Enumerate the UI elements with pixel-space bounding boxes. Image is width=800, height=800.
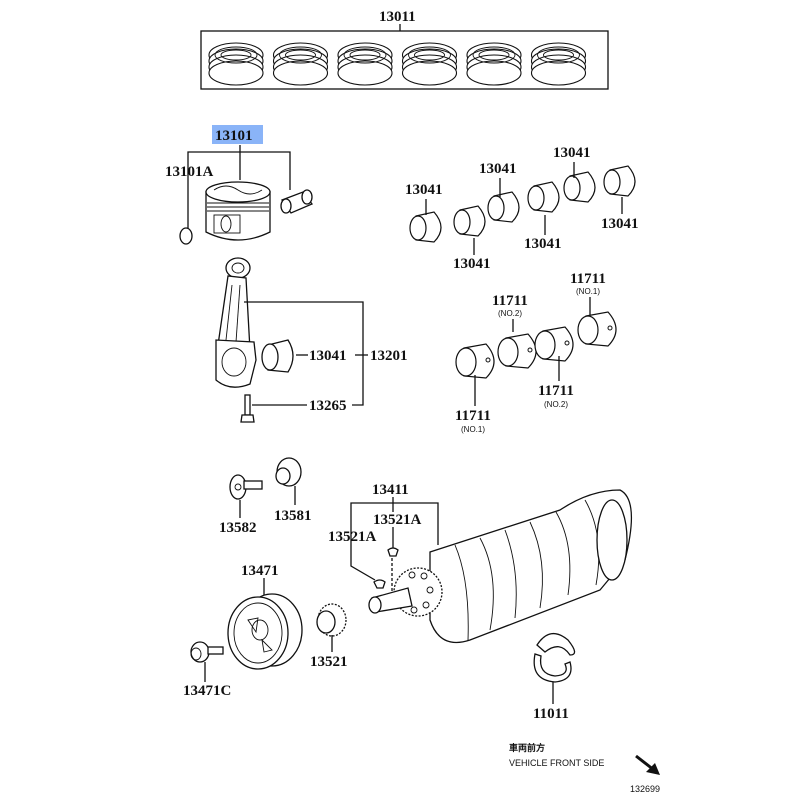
bearing-label-3[interactable]: 13041 xyxy=(479,161,517,177)
label-13101[interactable]: 13101 xyxy=(215,128,253,144)
piston-ring-stack-icon xyxy=(401,42,458,86)
crank-key-icon xyxy=(387,547,399,557)
main-bearing-label-2[interactable]: 11711 xyxy=(492,293,528,309)
thrust-washer-icon xyxy=(533,633,576,683)
main-bearing-note-3: (NO.2) xyxy=(544,400,568,409)
conrod-bearing-shell-icon xyxy=(527,181,560,213)
vehicle-front-jp: 車両前方 xyxy=(509,742,545,753)
pulley-bolt-icon xyxy=(190,641,224,663)
ring-set-box xyxy=(200,30,609,90)
main-bearing-label-4[interactable]: 11711 xyxy=(455,408,491,424)
main-bearing-note-2: (NO.2) xyxy=(498,309,522,318)
label-13201[interactable]: 13201 xyxy=(370,348,408,364)
piston-icon xyxy=(205,181,271,241)
piston-ring-stack-icon xyxy=(208,42,264,86)
piston-group: 13101 13101A xyxy=(165,125,314,245)
connecting-rod-icon xyxy=(215,257,257,388)
piston-ring-stack-icon xyxy=(530,42,587,86)
main-bearing-shell-icon xyxy=(455,343,495,379)
label-13521[interactable]: 13521 xyxy=(310,654,348,670)
snap-ring-icon xyxy=(179,227,193,245)
piston-ring-stack-icon xyxy=(466,42,522,86)
conrod-bearing-shell-icon xyxy=(563,171,596,203)
crankshaft-icon xyxy=(368,489,633,644)
pulley-group: 13471 13471C 13521 xyxy=(183,563,348,699)
leader-13201-bracket xyxy=(244,301,364,406)
label-13521A-lower[interactable]: 13521A xyxy=(328,529,377,545)
conrod-bearing-icon xyxy=(261,339,294,373)
main-bearing-shell-icon xyxy=(577,311,617,347)
piston-ring-stack-icon xyxy=(337,42,393,86)
label-13041-rod[interactable]: 13041 xyxy=(309,348,347,364)
bearing-label-4[interactable]: 13041 xyxy=(524,236,562,252)
label-13101A[interactable]: 13101A xyxy=(165,164,214,180)
crankshaft-bolt-icon xyxy=(229,474,263,500)
crankshaft-timing-gear-icon xyxy=(316,603,347,637)
leader-13521A-lower xyxy=(350,550,376,581)
leader-13101-bracket xyxy=(187,151,291,228)
main-bearing-shell-icon xyxy=(497,333,537,369)
label-13471[interactable]: 13471 xyxy=(241,563,279,579)
crankshaft-group: 13411 13521A 13521A xyxy=(328,482,633,644)
piston-ring-stack-icon xyxy=(272,42,329,86)
label-13581[interactable]: 13581 xyxy=(274,508,312,524)
main-bearing-note-1: (NO.1) xyxy=(576,287,600,296)
crank-bolt-washer-group: 13582 13581 xyxy=(219,457,312,536)
bearing-label-5[interactable]: 13041 xyxy=(553,145,591,161)
label-13411[interactable]: 13411 xyxy=(372,482,409,498)
crank-key-icon xyxy=(373,579,386,589)
thrust-washer-group: 11011 xyxy=(533,633,576,722)
piston-ring-set-group: 13011 xyxy=(200,9,609,90)
conrod-bearing-shell-icon xyxy=(603,165,636,197)
figure-id: 132699 xyxy=(630,784,660,794)
label-13471C[interactable]: 13471C xyxy=(183,683,231,699)
vehicle-front-en: VEHICLE FRONT SIDE xyxy=(509,758,604,768)
crankshaft-washer-icon xyxy=(275,457,302,487)
bearing-label-1[interactable]: 13041 xyxy=(405,182,443,198)
bearing-label-6[interactable]: 13041 xyxy=(601,216,639,232)
label-13011[interactable]: 13011 xyxy=(379,9,416,25)
label-13582[interactable]: 13582 xyxy=(219,520,257,536)
main-bearing-label-1[interactable]: 11711 xyxy=(570,271,606,287)
conrod-bolt-icon xyxy=(240,394,255,423)
main-bearing-shell-icon xyxy=(534,326,574,362)
bearing-label-2[interactable]: 13041 xyxy=(453,256,491,272)
connecting-rod-group: 13041 13201 13265 xyxy=(215,257,408,423)
front-arrow-icon xyxy=(635,754,660,775)
label-11011[interactable]: 11011 xyxy=(533,706,569,722)
main-bearing-label-3[interactable]: 11711 xyxy=(538,383,574,399)
piston-pin-icon xyxy=(280,189,314,214)
leader-13411-bracket xyxy=(350,502,439,550)
conrod-bearing-shell-icon xyxy=(487,191,520,223)
label-13265[interactable]: 13265 xyxy=(309,398,347,414)
conrod-bearings-group: 13041 13041 13041 13041 13041 13041 xyxy=(405,145,639,272)
label-13521A-upper[interactable]: 13521A xyxy=(373,512,422,528)
main-bearings-group: 11711 (NO.1) 11711 (NO.2) 11711 (NO.2) 1… xyxy=(455,271,617,434)
crankshaft-pulley-icon xyxy=(227,593,303,670)
conrod-bearing-shell-icon xyxy=(453,205,486,237)
orientation-note: 車両前方 VEHICLE FRONT SIDE 132699 xyxy=(509,742,660,794)
conrod-bearing-shell-icon xyxy=(409,211,442,243)
highlight-13101 xyxy=(212,125,263,144)
main-bearing-note-4: (NO.1) xyxy=(461,425,485,434)
